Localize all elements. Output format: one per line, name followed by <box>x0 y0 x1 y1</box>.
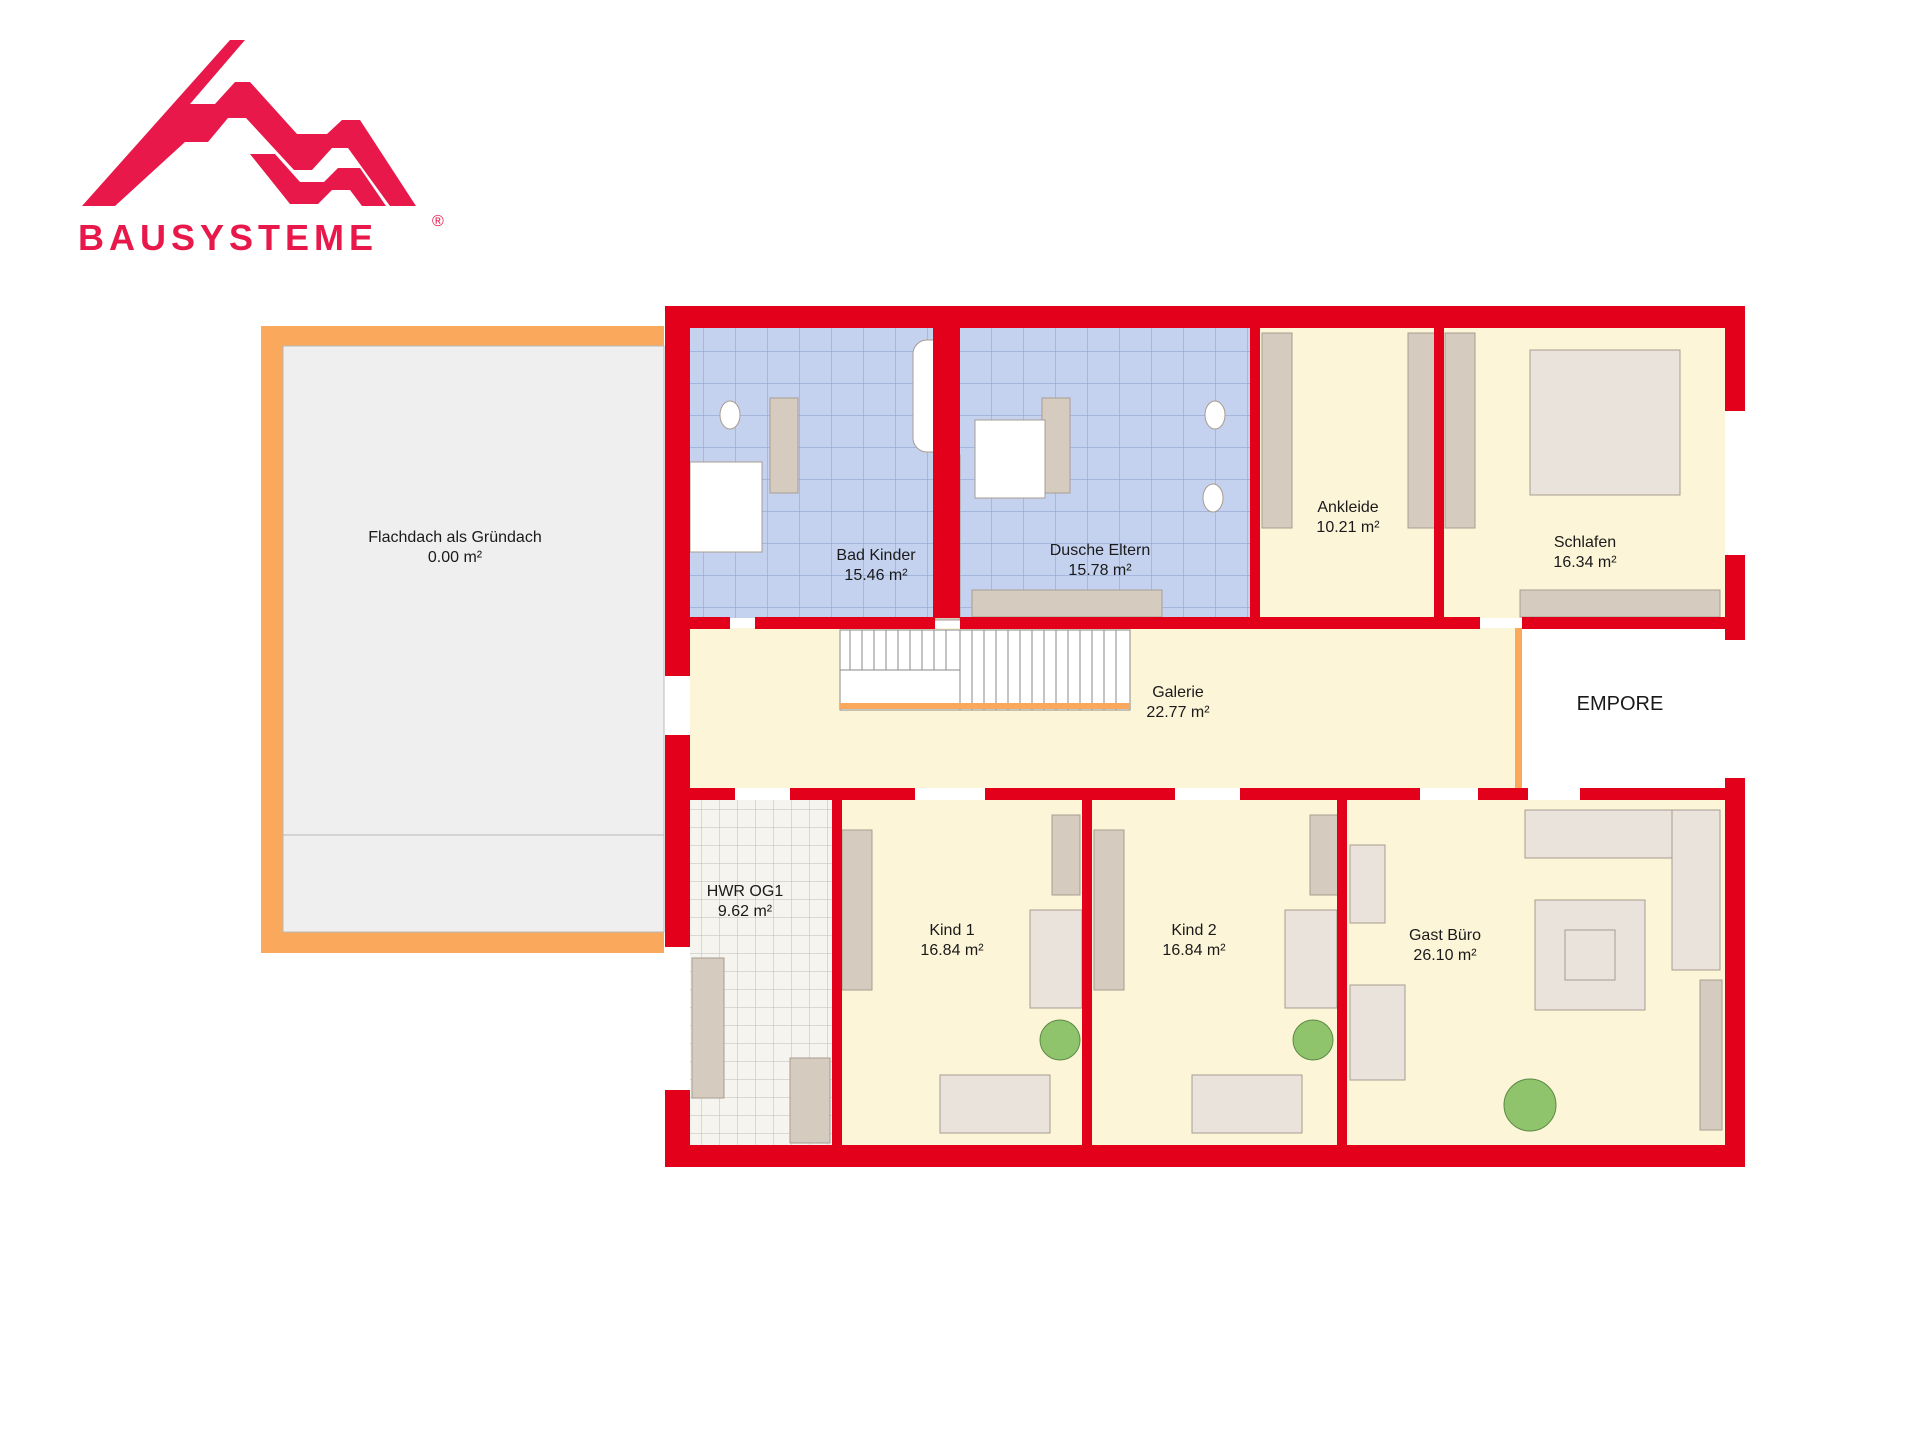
logo-brand-text: BAUSYSTEME <box>78 217 378 258</box>
label-hwr-area: 9.62 m² <box>718 903 773 920</box>
label-kind1-name: Kind 1 <box>929 922 974 939</box>
label-schlafen-area: 16.34 m² <box>1553 554 1617 571</box>
label-dusche-eltern-area: 15.78 m² <box>1068 562 1132 579</box>
label-kind1-area: 16.84 m² <box>920 942 984 959</box>
walls <box>665 306 1745 1167</box>
label-ankleide-area: 10.21 m² <box>1316 519 1380 536</box>
label-schlafen-name: Schlafen <box>1554 534 1616 551</box>
flachdach-area <box>261 326 665 953</box>
label-bad-kinder-name: Bad Kinder <box>836 547 916 564</box>
staircase <box>839 629 1131 711</box>
label-kind2-name: Kind 2 <box>1171 922 1216 939</box>
label-gast-area: 26.10 m² <box>1413 947 1477 964</box>
logo-roof-icon <box>82 40 416 206</box>
label-gast-name: Gast Büro <box>1409 927 1481 944</box>
label-bad-kinder-area: 15.46 m² <box>844 567 908 584</box>
label-galerie-area: 22.77 m² <box>1146 704 1210 721</box>
label-empore: EMPORE <box>1577 693 1664 715</box>
label-ankleide-name: Ankleide <box>1317 499 1378 516</box>
bausysteme-logo: BAUSYSTEME ® <box>78 40 444 258</box>
label-kind2-area: 16.84 m² <box>1162 942 1226 959</box>
logo-registered-mark: ® <box>432 213 444 230</box>
plant-icons <box>1039 1019 1557 1132</box>
label-galerie-name: Galerie <box>1152 684 1204 701</box>
label-flachdach-area: 0.00 m² <box>428 549 483 566</box>
label-flachdach-name: Flachdach als Gründach <box>368 529 541 546</box>
label-dusche-eltern-name: Dusche Eltern <box>1050 542 1151 559</box>
room-labels: Flachdach als Gründach 0.00 m² Bad Kinde… <box>368 499 1663 964</box>
label-hwr-name: HWR OG1 <box>707 883 784 900</box>
